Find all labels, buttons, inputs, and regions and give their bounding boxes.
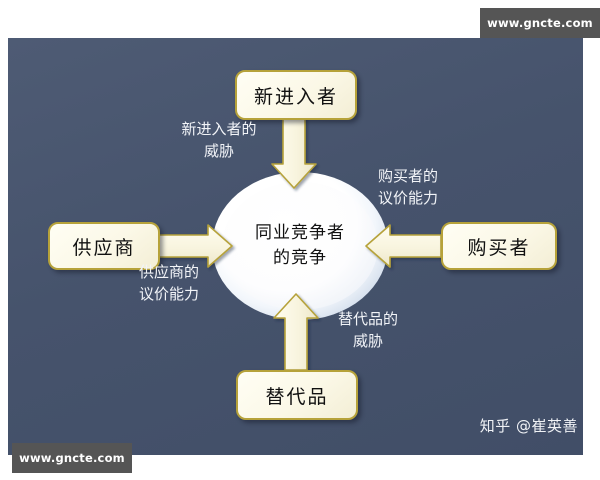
relation-line1: 替代品的 bbox=[337, 310, 398, 328]
watermark-top: www.gncte.com bbox=[480, 8, 600, 38]
relation-line2: 威胁 bbox=[352, 332, 383, 350]
force-box-new-entrants[interactable]: 新进入者 bbox=[235, 70, 357, 120]
force-label-buyers: 购买者 bbox=[467, 236, 531, 259]
relation-line1: 供应商的 bbox=[138, 263, 199, 281]
center-label-line1: 同业竞争者 bbox=[255, 223, 345, 243]
attribution-text: 知乎 @崔英善 bbox=[479, 417, 578, 435]
relation-line1: 购买者的 bbox=[377, 167, 438, 185]
watermark-bottom: www.gncte.com bbox=[12, 443, 132, 473]
force-box-buyers[interactable]: 购买者 bbox=[441, 222, 557, 270]
relation-label-power-suppliers: 供应商的 议价能力 bbox=[110, 261, 228, 305]
force-box-suppliers[interactable]: 供应商 bbox=[48, 222, 160, 270]
center-label-line2: 的竞争 bbox=[273, 248, 327, 268]
force-label-substitutes: 替代品 bbox=[265, 385, 329, 408]
force-label-new-entrants: 新进入者 bbox=[253, 85, 338, 108]
relation-label-power-buyers: 购买者的 议价能力 bbox=[352, 165, 464, 209]
relation-line2: 威胁 bbox=[203, 142, 234, 160]
relation-label-threat-new-entrants: 新进入者的 威胁 bbox=[160, 118, 278, 162]
center-node-industry-rivalry[interactable]: 同业竞争者 的竞争 bbox=[222, 182, 378, 310]
relation-line1: 新进入者的 bbox=[181, 120, 257, 138]
relation-label-threat-substitutes: 替代品的 威胁 bbox=[312, 308, 424, 352]
force-box-substitutes[interactable]: 替代品 bbox=[236, 370, 358, 420]
relation-line2: 议价能力 bbox=[138, 285, 199, 303]
relation-line2: 议价能力 bbox=[377, 189, 438, 207]
force-label-suppliers: 供应商 bbox=[72, 236, 136, 259]
